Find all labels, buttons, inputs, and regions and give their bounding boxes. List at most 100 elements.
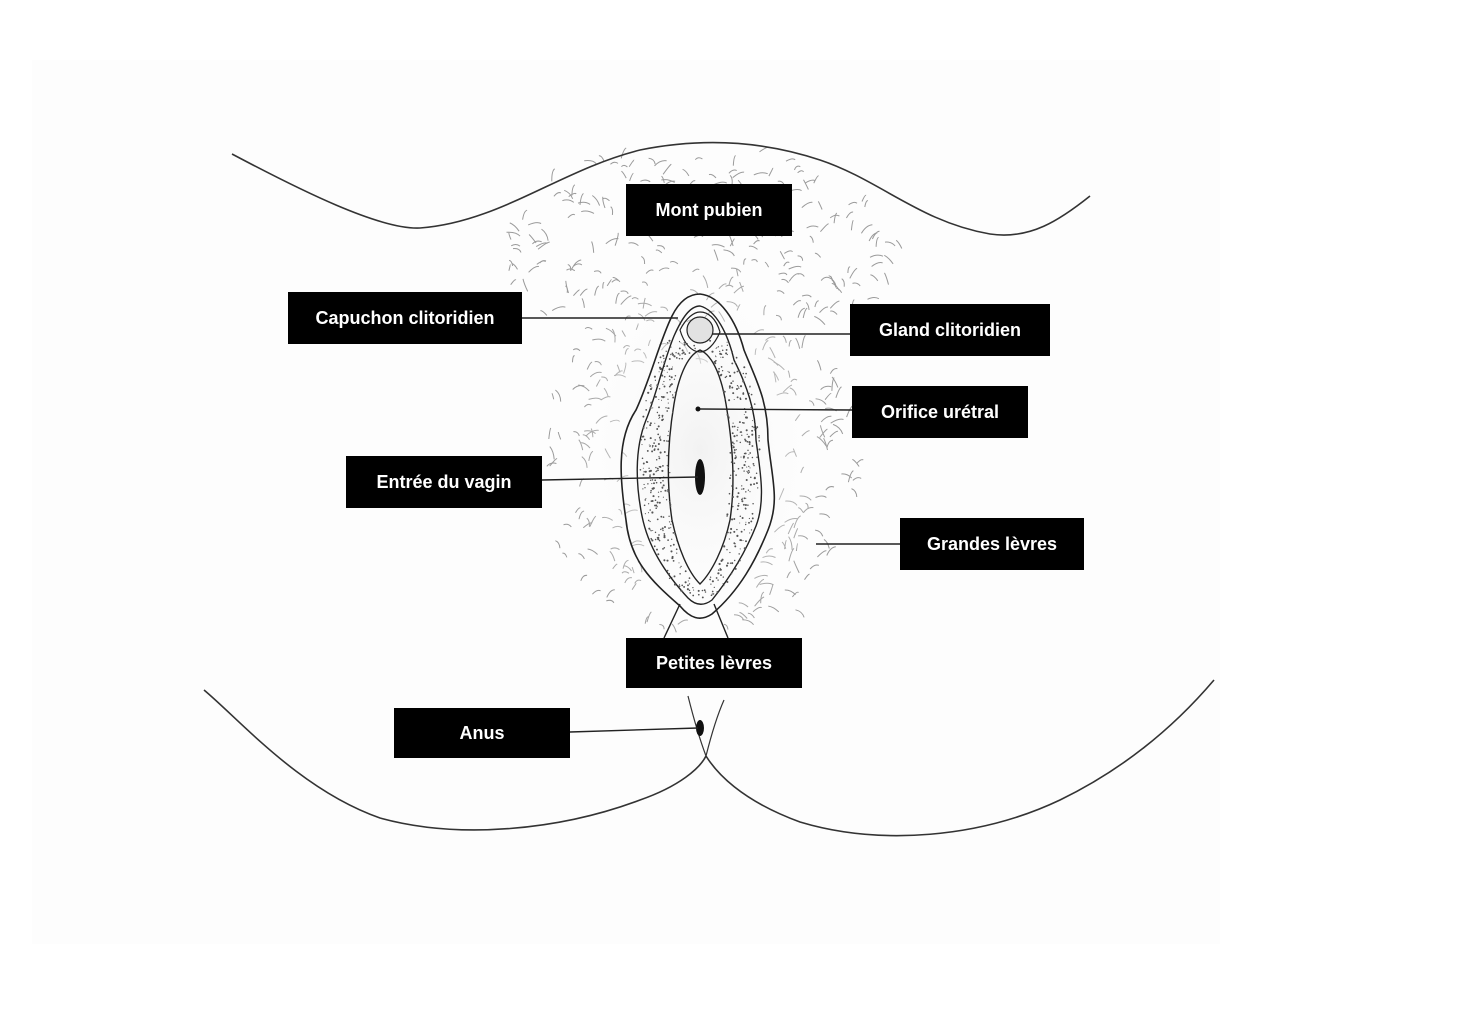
hair-stroke xyxy=(605,237,619,245)
hair-stroke xyxy=(795,609,805,618)
stipple-dot xyxy=(670,527,672,529)
stipple-dot xyxy=(663,525,667,529)
stipple-dot xyxy=(749,385,751,388)
stipple-dot xyxy=(733,443,735,445)
stipple-dot xyxy=(667,398,669,400)
stipple-dot xyxy=(688,583,691,585)
stipple-dot xyxy=(656,501,659,504)
hair-stroke xyxy=(579,193,584,205)
stipple-dot xyxy=(743,414,745,416)
stipple-dot xyxy=(659,481,662,484)
stipple-dot xyxy=(740,456,742,458)
stipple-dot xyxy=(653,449,656,451)
stipple-dot xyxy=(720,574,722,576)
stipple-dot xyxy=(678,585,681,588)
stipple-dot xyxy=(744,523,747,526)
stipple-dot xyxy=(730,572,733,575)
stipple-dot xyxy=(722,390,725,393)
stipple-dot xyxy=(679,567,681,569)
stipple-dot xyxy=(649,422,652,425)
stipple-dot xyxy=(752,462,755,465)
stipple-dot xyxy=(740,530,743,533)
hair-stroke xyxy=(629,172,634,182)
stipple-dot xyxy=(650,530,652,532)
stipple-dot xyxy=(747,435,750,438)
stipple-dot xyxy=(663,380,665,383)
stipple-dot xyxy=(751,512,754,515)
stipple-dot xyxy=(728,385,731,388)
stipple-dot xyxy=(739,397,742,400)
stipple-dot xyxy=(753,403,756,405)
hair-stroke xyxy=(768,167,774,177)
stipple-dot xyxy=(758,440,760,442)
stipple-dot xyxy=(701,589,704,592)
stipple-dot xyxy=(689,591,692,594)
stipple-dot xyxy=(658,501,661,504)
hair-stroke xyxy=(522,209,528,220)
stipple-dot xyxy=(671,366,673,368)
stipple-dot xyxy=(726,515,728,517)
stipple-dot xyxy=(674,534,676,536)
stipple-dot xyxy=(649,509,651,511)
stipple-dot xyxy=(733,462,736,465)
stipple-dot xyxy=(736,440,738,442)
hair-stroke xyxy=(628,159,635,167)
stipple-dot xyxy=(688,352,691,354)
stipple-dot xyxy=(709,339,712,342)
stipple-dot xyxy=(749,483,752,486)
stipple-dot xyxy=(658,457,661,460)
stipple-dot xyxy=(654,439,656,441)
hair-stroke xyxy=(829,430,839,438)
hair-stroke xyxy=(548,427,552,440)
stipple-dot xyxy=(711,580,714,583)
stipple-dot xyxy=(758,435,760,437)
stipple-dot xyxy=(648,467,650,469)
hair-stroke xyxy=(565,280,569,294)
hair-stroke xyxy=(592,195,601,206)
stipple-dot xyxy=(645,497,647,500)
stipple-dot xyxy=(757,487,759,489)
stipple-dot xyxy=(731,441,734,444)
stipple-dot xyxy=(738,502,740,505)
hair-stroke xyxy=(606,599,615,604)
stipple-dot xyxy=(659,465,662,468)
stipple-dot xyxy=(731,432,734,435)
hair-stroke xyxy=(729,238,735,247)
hair-stroke xyxy=(621,164,628,168)
stipple-dot xyxy=(728,416,730,418)
stipple-dot xyxy=(747,504,749,506)
stipple-dot xyxy=(663,375,666,378)
hair-stroke xyxy=(551,392,555,400)
stipple-dot xyxy=(736,385,739,387)
hair-stroke xyxy=(566,268,576,272)
stipple-dot xyxy=(682,351,685,354)
stipple-dot xyxy=(738,553,740,555)
stipple-dot xyxy=(670,353,672,356)
stipple-dot xyxy=(658,406,660,409)
stipple-dot xyxy=(642,415,645,418)
stipple-dot xyxy=(671,352,674,355)
stipple-dot xyxy=(709,578,711,581)
hair-stroke xyxy=(694,157,703,161)
hair-stroke xyxy=(655,249,663,254)
hair-stroke xyxy=(748,245,758,250)
leader-line-orifice xyxy=(699,408,853,411)
hair-stroke xyxy=(781,278,789,284)
hair-stroke xyxy=(562,199,575,203)
stipple-dot xyxy=(649,437,652,440)
stipple-dot xyxy=(745,491,747,493)
hair-stroke xyxy=(723,249,735,257)
stipple-dot xyxy=(681,590,684,592)
leader-line-petites-right xyxy=(713,603,729,639)
stipple-dot xyxy=(701,596,704,599)
stipple-dot xyxy=(658,436,661,439)
stipple-dot xyxy=(650,385,652,388)
stipple-dot xyxy=(661,414,664,417)
hair-stroke xyxy=(536,260,547,265)
stipple-dot xyxy=(683,585,686,588)
stipple-dot xyxy=(676,552,678,554)
stipple-dot xyxy=(640,439,643,441)
hair-stroke xyxy=(512,248,522,253)
stipple-dot xyxy=(741,467,744,469)
stipple-dot xyxy=(733,530,736,533)
